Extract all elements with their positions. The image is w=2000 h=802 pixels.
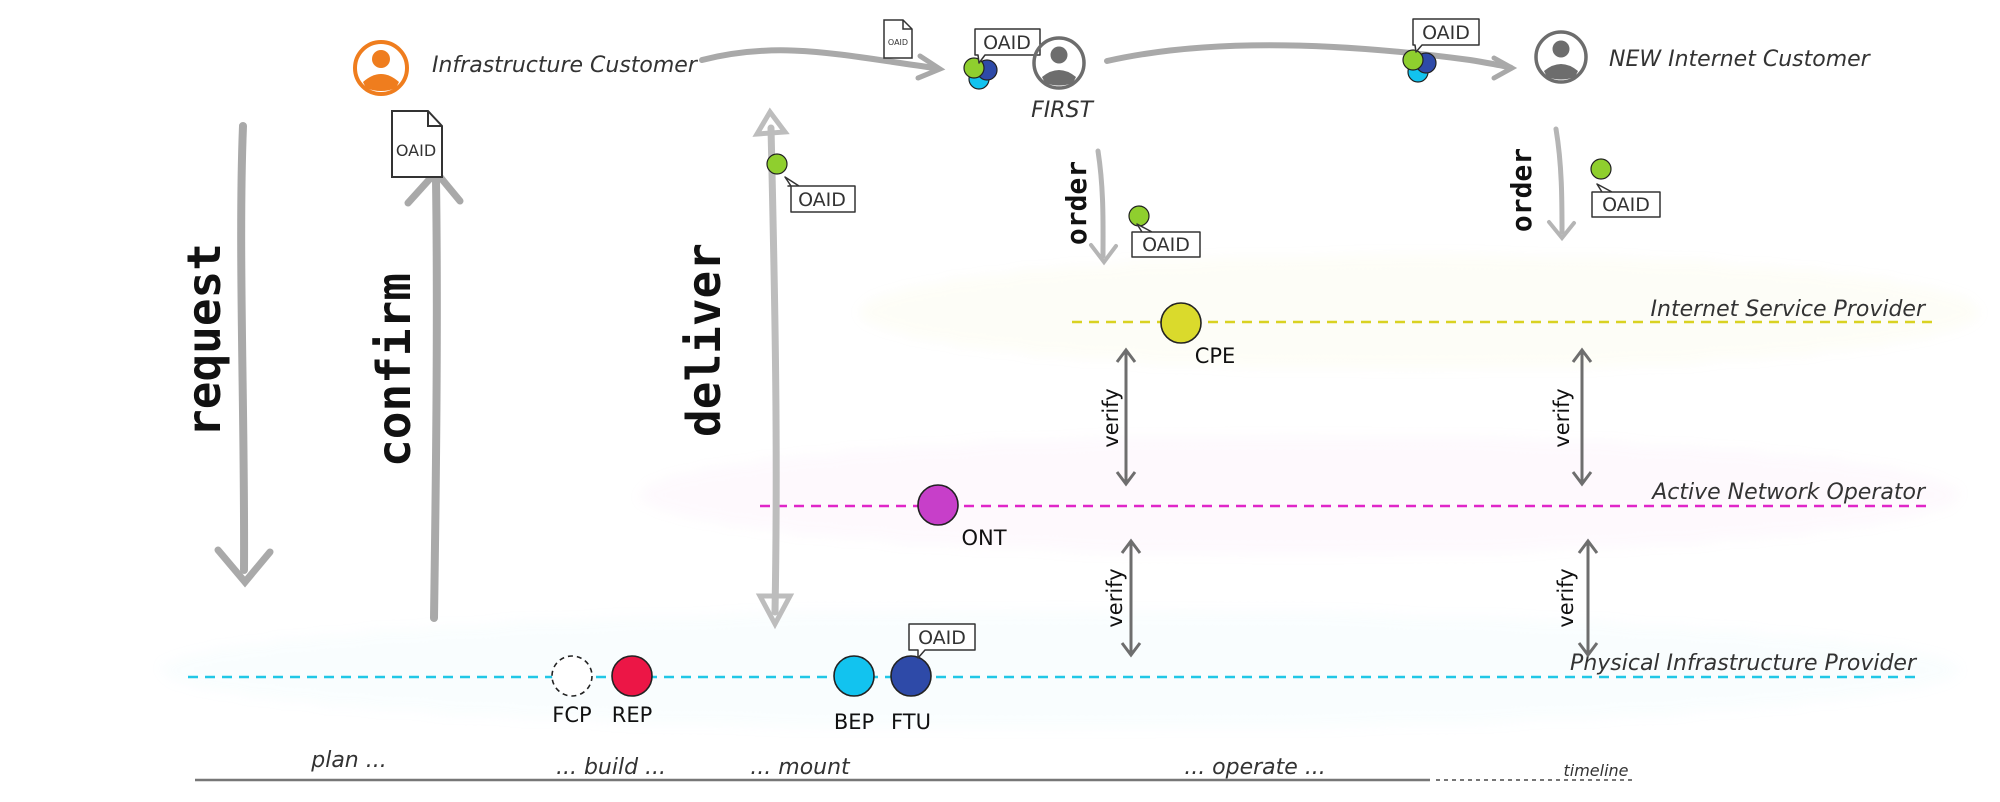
first-oaid-dots	[963, 57, 998, 90]
ano-layer-label: Active Network Operator	[1650, 480, 1927, 505]
timeline-operate: ... operate ...	[1184, 755, 1326, 780]
verify-label-3: verify	[1550, 388, 1574, 447]
cpe-label: CPE	[1195, 344, 1236, 368]
small-document-icon: OAID	[883, 19, 913, 59]
bep-node: BEP	[833, 655, 875, 734]
new-oaid-dots	[1402, 49, 1437, 83]
verify-isp-ano-first: verify	[1099, 347, 1137, 487]
order-new-oaid: OAID	[1590, 158, 1661, 218]
ano-layer: Active Network Operator	[640, 435, 1960, 555]
deliver-oaid: OAID	[766, 153, 856, 213]
timeline: plan ... ... build ... ... mount ... ope…	[195, 748, 1632, 782]
ftu-node: FTU	[890, 655, 932, 734]
verify-ano-pip-new: verify	[1554, 538, 1599, 658]
timeline-plan: plan ...	[310, 748, 386, 773]
order-flow-new: order	[1505, 126, 1576, 242]
order-label-new: order	[1505, 148, 1538, 232]
pip-layer-label: Physical Infrastructure Provider	[1570, 651, 1918, 676]
confirm-document-label: OAID	[396, 141, 436, 160]
first-oaid-callout: OAID	[974, 28, 1041, 64]
new-oaid-callout: OAID	[1412, 18, 1480, 53]
arrow-to-new-customer	[1104, 42, 1518, 81]
verify-label-2: verify	[1103, 568, 1127, 627]
isp-layer-label: Internet Service Provider	[1651, 297, 1927, 322]
request-flow: request	[177, 122, 274, 588]
ftu-oaid-text: OAID	[918, 627, 966, 649]
timeline-mount: ... mount	[750, 755, 851, 780]
timeline-build: ... build ...	[556, 755, 666, 780]
fcp-label: FCP	[552, 703, 591, 727]
ont-label: ONT	[961, 526, 1006, 550]
first-customer-label: FIRST	[1031, 98, 1094, 123]
person-gray-icon	[1534, 30, 1588, 84]
ftu-label: FTU	[891, 710, 931, 734]
deliver-oaid-text: OAID	[798, 189, 846, 211]
new-customer: NEW Internet Customer	[1534, 30, 1872, 84]
ftu-oaid-callout: OAID	[908, 623, 976, 659]
arrow-to-first	[699, 47, 946, 81]
isp-layer: Internet Service Provider	[860, 254, 1980, 370]
rep-label: REP	[612, 703, 653, 727]
infra-customer-label: Infrastructure Customer	[432, 53, 699, 78]
person-orange-icon	[353, 40, 409, 96]
person-gray-icon	[1032, 36, 1086, 90]
rep-node: REP	[611, 655, 653, 727]
new-oaid-text: OAID	[1422, 22, 1470, 44]
first-oaid-text: OAID	[983, 32, 1031, 54]
confirm-document-icon: OAID	[391, 110, 443, 178]
cpe-node: CPE	[1160, 302, 1236, 368]
isp-band	[860, 254, 1980, 370]
verify-ano-pip-first: verify	[1103, 538, 1142, 658]
ont-node: ONT	[917, 484, 1007, 550]
order-new-oaid-text: OAID	[1602, 194, 1650, 216]
order-label-first: order	[1060, 161, 1093, 245]
ano-band	[640, 435, 1960, 555]
deliver-flow: deliver	[677, 107, 795, 630]
order-flow-first: order	[1060, 148, 1118, 266]
timeline-label: timeline	[1563, 761, 1628, 780]
request-label: request	[177, 243, 231, 437]
small-document-label: OAID	[888, 38, 908, 47]
confirm-label: confirm	[367, 273, 421, 467]
confirm-flow: confirm	[367, 166, 464, 622]
bep-label: BEP	[834, 710, 874, 734]
order-first-oaid: OAID	[1128, 205, 1201, 258]
deliver-label: deliver	[677, 243, 731, 437]
new-customer-label: NEW Internet Customer	[1609, 47, 1872, 72]
verify-label-4: verify	[1554, 568, 1578, 627]
pip-layer: Physical Infrastructure Provider	[160, 610, 1960, 730]
fcp-node: FCP	[551, 655, 593, 727]
verify-isp-ano-new: verify	[1550, 347, 1593, 487]
order-first-oaid-text: OAID	[1142, 234, 1190, 256]
pip-band	[160, 610, 1960, 730]
infra-customer: Infrastructure Customer	[353, 40, 699, 96]
first-customer: FIRST	[1031, 36, 1094, 123]
verify-label-1: verify	[1099, 388, 1123, 447]
